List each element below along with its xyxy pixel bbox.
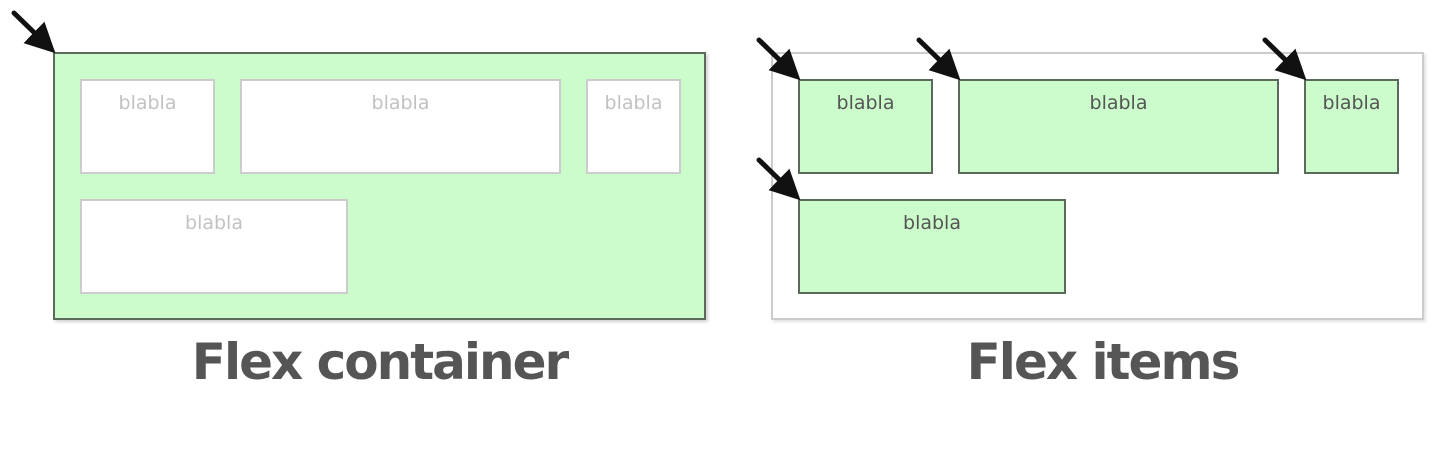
ghost-box-3: blabla bbox=[586, 79, 681, 174]
flex-item-4: blabla bbox=[798, 199, 1066, 294]
flex-items-caption: Flex items bbox=[966, 333, 1241, 391]
flex-item-2: blabla bbox=[958, 79, 1279, 174]
flex-items-panel: blabla blabla blabla blabla bbox=[771, 52, 1424, 320]
flex-container-caption: Flex container bbox=[191, 333, 569, 391]
flex-container-panel: blabla blabla blabla blabla bbox=[53, 52, 706, 320]
arrow-pointer-icon bbox=[11, 10, 56, 54]
ghost-box-1: blabla bbox=[80, 79, 215, 174]
flex-item-3: blabla bbox=[1304, 79, 1399, 174]
ghost-box-2: blabla bbox=[240, 79, 561, 174]
ghost-box-4: blabla bbox=[80, 199, 348, 294]
flex-item-1: blabla bbox=[798, 79, 933, 174]
